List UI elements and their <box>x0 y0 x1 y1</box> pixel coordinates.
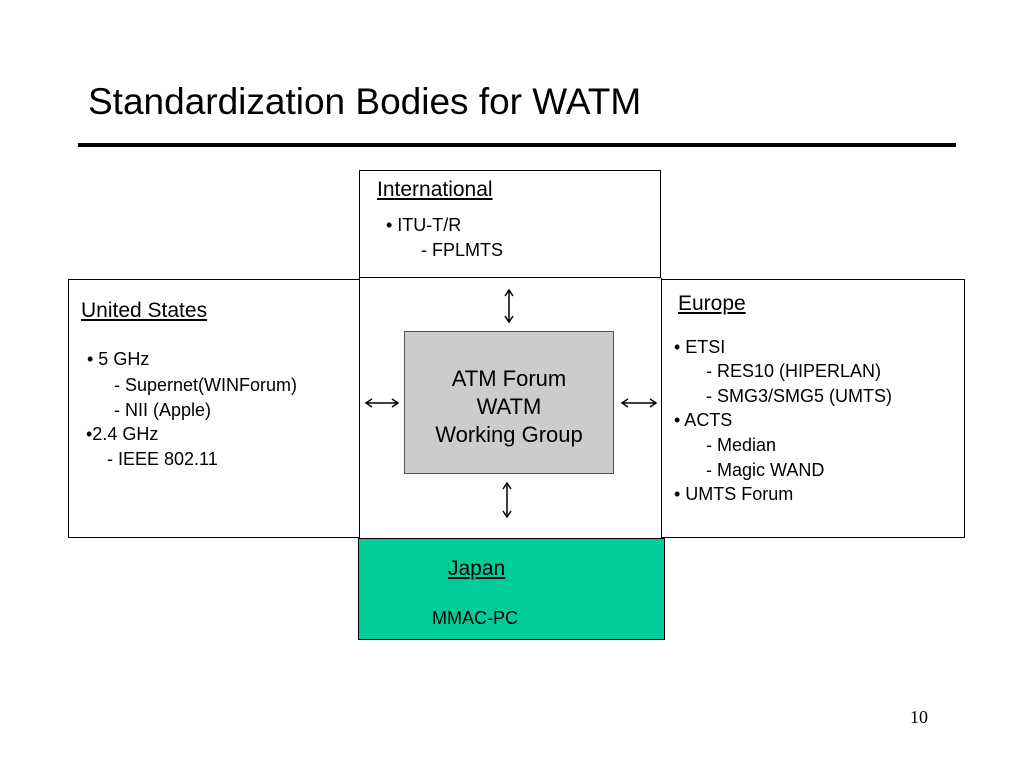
europe-box: Europe • ETSI - RES10 (HIPERLAN) - SMG3/… <box>661 279 965 538</box>
atm-forum-line: Working Group <box>435 422 583 447</box>
atm-forum-line: WATM <box>476 394 542 419</box>
us-subitem: - Supernet(WINForum) <box>114 375 298 395</box>
us-subitem: - NII (Apple) <box>114 400 212 420</box>
europe-item: • UMTS Forum <box>674 484 794 504</box>
us-item: •2.4 GHz <box>86 424 159 444</box>
title-divider <box>78 143 956 147</box>
europe-subitem: - Magic WAND <box>706 460 825 480</box>
international-heading: International <box>377 178 493 201</box>
slide-title: Standardization Bodies for WATM <box>88 81 642 122</box>
international-subitem: - FPLMTS <box>421 240 504 260</box>
europe-heading: Europe <box>678 292 746 315</box>
us-item: • 5 GHz <box>87 349 150 369</box>
page-number: 10 <box>910 707 928 727</box>
atm-forum-line: ATM Forum <box>451 366 567 391</box>
arrow-up-connector <box>504 288 514 324</box>
united-states-box: United States • 5 GHz - Supernet(WINForu… <box>68 279 360 538</box>
europe-subitem: - SMG3/SMG5 (UMTS) <box>706 386 893 406</box>
arrow-down-connector <box>502 481 512 519</box>
japan-heading: Japan <box>448 557 506 580</box>
us-subitem: - IEEE 802.11 <box>107 449 218 469</box>
united-states-heading: United States <box>81 299 208 322</box>
europe-subitem: - Median <box>706 435 777 455</box>
japan-item: MMAC-PC <box>432 608 518 628</box>
international-item: • ITU-T/R <box>386 215 462 235</box>
japan-box: Japan MMAC-PC <box>358 538 665 640</box>
atm-forum-box: ATM Forum WATM Working Group <box>404 331 614 474</box>
international-box: International • ITU-T/R - FPLMTS <box>359 170 661 278</box>
europe-item: • ETSI <box>674 337 726 357</box>
arrow-right-connector <box>620 398 658 408</box>
europe-item: • ACTS <box>674 410 733 430</box>
arrow-left-connector <box>364 398 400 408</box>
europe-subitem: - RES10 (HIPERLAN) <box>706 361 882 381</box>
